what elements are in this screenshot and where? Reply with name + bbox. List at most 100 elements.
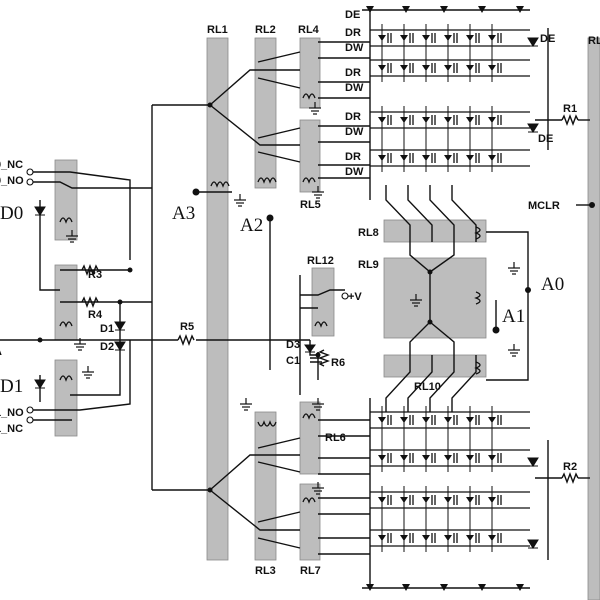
label-rl7: RL7 [300, 565, 321, 577]
cell-diode [378, 535, 386, 541]
label-rl9: RL9 [358, 259, 379, 271]
diode-d2 [114, 341, 126, 351]
open-terminals [26, 168, 349, 424]
cell-diode [400, 417, 408, 423]
cell-diode [488, 35, 496, 41]
cell-diode [488, 117, 496, 123]
label-rl5: RL5 [300, 199, 321, 211]
diode-d3 [304, 344, 316, 353]
cell-diode [378, 155, 386, 161]
cell-diode [422, 65, 430, 71]
label-dw-2: DW [345, 82, 364, 94]
label-rl12: RL12 [307, 255, 334, 267]
cell-diode [444, 155, 452, 161]
label-r3: R3 [88, 269, 102, 281]
cell-diode [466, 155, 474, 161]
ground-icon [66, 230, 78, 243]
label-r2: R2 [563, 461, 577, 473]
diode-de-lower-right [527, 457, 539, 467]
discrete-parts [34, 37, 539, 549]
label-rl2: RL2 [255, 24, 276, 36]
relay-rl-edge-body [587, 37, 600, 600]
label-a3: A3 [172, 203, 195, 224]
cell-diode [422, 155, 430, 161]
diode-de-bottom-right [527, 539, 539, 549]
label-d0-nc: D0_NC [0, 159, 23, 171]
cell-diode [400, 35, 408, 41]
label-rl10: RL10 [414, 381, 441, 393]
cell-diode [422, 535, 430, 541]
label-r5: R5 [180, 321, 194, 333]
label-rl4: RL4 [298, 24, 320, 36]
relay-rl7-body [299, 483, 321, 561]
cell-diode [444, 417, 452, 423]
ground-icon [312, 482, 324, 495]
label-d3: D3 [286, 339, 300, 351]
label-r6: R6 [331, 357, 345, 369]
cell-diode [488, 535, 496, 541]
junction-dots [37, 102, 595, 493]
cell-diode [444, 35, 452, 41]
relay-rl3-body [254, 411, 277, 561]
label-a1: A1 [502, 306, 525, 327]
cell-diode [378, 417, 386, 423]
cell-diode [488, 497, 496, 503]
cell-diode [444, 497, 452, 503]
label-dr-1: DR [345, 27, 361, 39]
ground-icon [410, 294, 422, 307]
relay-rl12-body [311, 267, 335, 337]
cell-diode [488, 65, 496, 71]
cell-diode [488, 455, 496, 461]
cell-diode [466, 117, 474, 123]
cell-diode [422, 417, 430, 423]
cell-diode [400, 535, 408, 541]
label-d0-big: D0 [0, 203, 23, 224]
label-d1-big: D1 [0, 376, 23, 397]
resistor-r2 [561, 472, 579, 484]
ground-icon [309, 102, 321, 115]
ground-icon [234, 194, 246, 207]
relay-rl6-body [299, 401, 321, 475]
label-rl-edge: RL [588, 35, 600, 47]
cell-diode [378, 35, 386, 41]
label-d2-small: D2 [100, 341, 114, 353]
label-rl1: RL1 [207, 24, 228, 36]
label-a0: A0 [541, 274, 564, 295]
diode-d1 [114, 321, 126, 331]
cell-diode [466, 497, 474, 503]
relay-rl8-body [383, 219, 487, 243]
diode-de-mid-right [527, 123, 539, 133]
resistor-r4 [81, 296, 99, 308]
cell-diode [488, 417, 496, 423]
resistor-r1 [561, 114, 579, 126]
cell-diode [488, 155, 496, 161]
cell-diode [466, 417, 474, 423]
cell-diode [444, 65, 452, 71]
label-de-right-1: DE [540, 33, 555, 45]
cell-diode [466, 65, 474, 71]
cell-diode [400, 155, 408, 161]
ground-symbols [66, 102, 520, 495]
label-dw-1: DW [345, 42, 364, 54]
ground-icon [74, 338, 86, 351]
label-rl3: RL3 [255, 565, 276, 577]
cell-diode [400, 117, 408, 123]
ground-icon [312, 186, 324, 199]
relay-rl10-body [383, 354, 487, 378]
cell-diode [422, 117, 430, 123]
ground-icon [240, 398, 252, 411]
resistor-r3 [81, 264, 99, 276]
ground-icon [82, 366, 94, 379]
cell-diode [378, 117, 386, 123]
cell-diode [422, 497, 430, 503]
cell-diode [422, 35, 430, 41]
label-c1: C1 [286, 355, 300, 367]
diode-d0-input [34, 206, 46, 216]
label-d0-no: D0_NO [0, 175, 24, 187]
cell-diode [400, 497, 408, 503]
relay-d1-body [54, 359, 78, 437]
label-dw-4: DW [345, 166, 364, 178]
label-mclr: MCLR [528, 200, 560, 212]
cell-diode [466, 535, 474, 541]
